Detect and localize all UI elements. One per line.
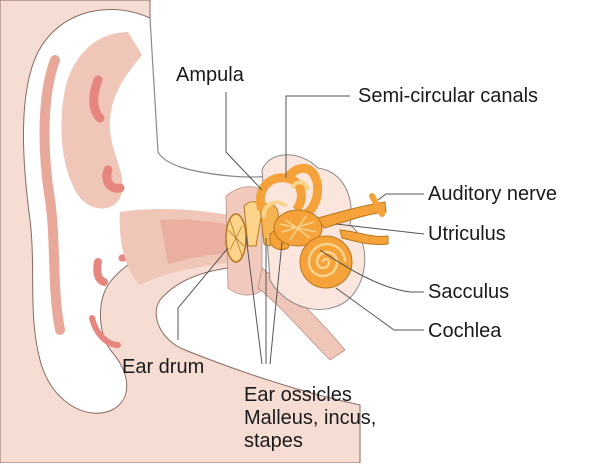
leader-utriculus [335,223,425,235]
auditory-nerve-branch-2 [369,193,385,217]
pinna-cartilage-5 [89,315,121,348]
semicircular-canal-4 [290,180,310,191]
label-ossicles-line-1: Ear ossicles [244,384,352,406]
auditory-nerve-branch-1 [339,229,389,245]
leader-semicircular [285,95,350,178]
leader-cochlea [335,287,424,331]
pinna-cartilage-1 [89,75,105,123]
cochlea-spiral [307,242,347,278]
label-ossicles-line-2: Malleus, incus, [244,407,377,429]
pinna-helix-ridge [39,55,65,335]
leader-auditory-nerve [377,193,424,201]
label-ear-ossicles: Ear ossicles Malleus, incus, stapes [244,384,404,453]
label-cochlea: Cochlea [428,320,502,342]
leader-sacculus [319,249,424,293]
label-auditory-nerve: Auditory nerve [428,183,557,205]
leader-ossicle-1 [245,235,263,365]
leader-ampula [225,92,263,191]
pinna-cartilage-2 [102,165,125,193]
label-ossicles-line-3: stapes [244,430,303,452]
pinna-cartilage-3 [93,258,108,286]
outer-ear-pinna [0,0,361,464]
ear-drum-lines [227,219,245,257]
label-semicircular-canals: Semi-circular canals [358,85,539,107]
leader-lines [177,92,425,365]
head-outline [149,17,321,179]
leader-ear-drum [177,247,229,340]
leader-ossicle-3 [269,241,283,365]
label-ampula: Ampula [176,64,244,86]
label-utriculus: Utriculus [428,223,506,245]
semicircular-canal-3 [261,200,288,219]
ear-canal-deep [160,219,236,264]
label-ear-drum: Ear drum [122,356,205,378]
label-sacculus: Sacculus [428,281,510,303]
vestibule-fibers [279,215,317,241]
semicircular-canal-2 [281,163,323,218]
